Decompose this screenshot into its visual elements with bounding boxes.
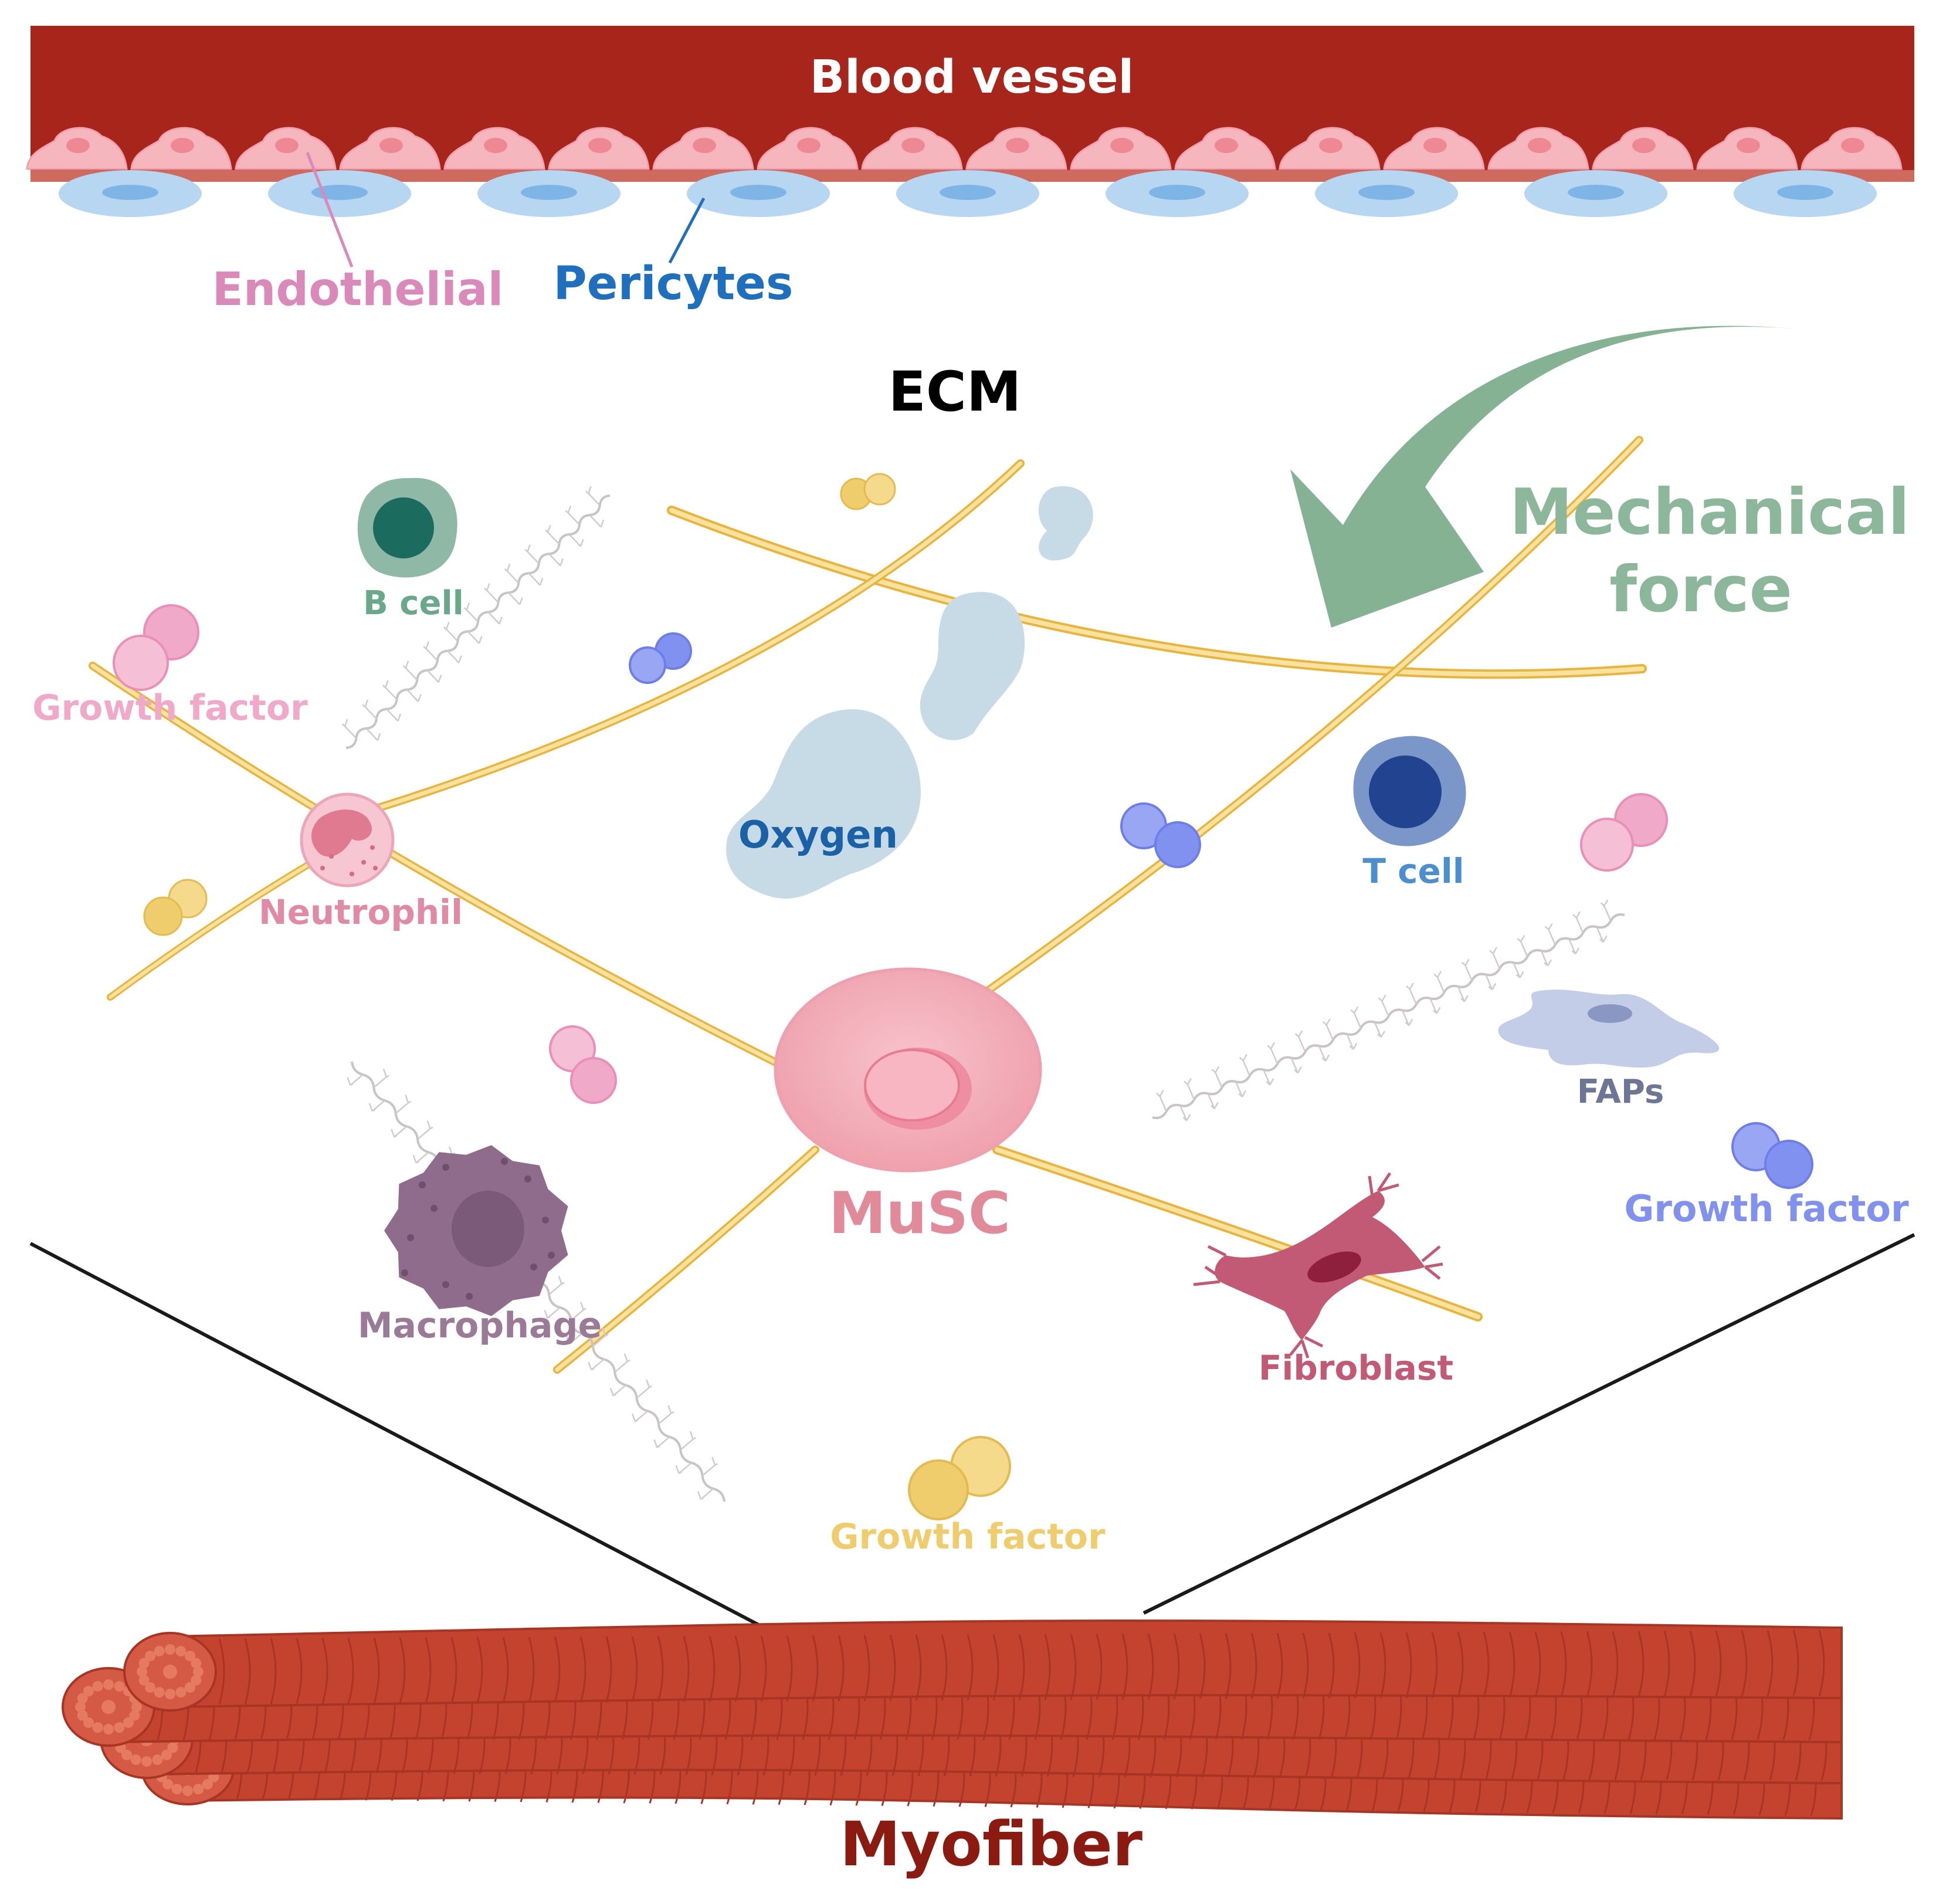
faps-label: FAPs xyxy=(1577,1073,1664,1111)
myofiber-strand xyxy=(123,1620,1843,1712)
pericytes-leader-line xyxy=(668,197,706,264)
fap-cell-icon xyxy=(1498,990,1720,1068)
endothelial-cell xyxy=(1383,127,1485,170)
endothelial-cell xyxy=(652,127,754,170)
pericyte-cells-icon xyxy=(59,170,1877,217)
endothelial-cell xyxy=(1487,127,1589,170)
endothelial-cell xyxy=(443,127,545,170)
endothelial-cell xyxy=(548,127,650,170)
pericyte-cell xyxy=(1524,170,1667,217)
muscle-stem-cell-icon xyxy=(774,967,1042,1173)
endothelial-cell xyxy=(1592,127,1694,170)
endothelial-cell xyxy=(965,127,1067,170)
pericyte-cell xyxy=(477,170,621,217)
proteoglycan-chains xyxy=(341,486,1625,1502)
oxygen-label: Oxygen xyxy=(738,814,898,857)
pericyte-cell xyxy=(1734,170,1877,217)
growth-factor-blue-icon xyxy=(629,632,692,684)
endothelial-cell xyxy=(130,127,232,170)
t-cell-label: T cell xyxy=(1362,851,1464,891)
oxygen-blob xyxy=(726,709,921,899)
endothelial-label: Endothelial xyxy=(212,263,504,316)
endothelial-cell xyxy=(1070,127,1172,170)
blood-vessel-label: Blood vessel xyxy=(810,51,1134,104)
pericyte-cell xyxy=(1106,170,1249,217)
fibroblast-label: Fibroblast xyxy=(1259,1348,1453,1388)
growth-factor-blue-icon xyxy=(1731,1122,1813,1189)
musc-label: MuSC xyxy=(829,1180,1011,1247)
endothelial-cell xyxy=(861,127,963,170)
growth-factor-yellow-icon xyxy=(908,1436,1011,1520)
pericytes-label: Pericytes xyxy=(554,258,794,310)
endothelial-cell xyxy=(1174,127,1276,170)
t-cell-icon xyxy=(1353,736,1466,846)
growth-factor-pink-icon xyxy=(113,604,199,691)
zoom-line-right xyxy=(1142,1233,1915,1615)
ecm-fiber xyxy=(958,436,1643,1013)
proteoglycan-chain xyxy=(1152,899,1625,1122)
endothelial-cell xyxy=(26,127,128,170)
myofiber-bundle-icon xyxy=(62,1620,1843,1820)
growth-factor-blue-label: Growth factor xyxy=(1624,1187,1908,1230)
endothelial-leader-line xyxy=(306,152,354,267)
growth-factor-pink-label: Growth factor xyxy=(32,687,308,729)
mechanical-force-label-line2: force xyxy=(1609,553,1792,626)
ecm-fiber xyxy=(89,662,802,1078)
fibroblast-icon xyxy=(1193,1172,1443,1358)
macrophage-icon xyxy=(384,1145,568,1316)
pericyte-cell xyxy=(59,170,202,217)
b-cell-label: B cell xyxy=(363,584,464,622)
growth-factor-yellow-icon xyxy=(840,473,896,510)
endothelial-cell xyxy=(1801,127,1903,170)
curved-arrow-icon xyxy=(1290,326,1792,628)
zoom-line-left xyxy=(29,1242,777,1635)
endothelial-cell xyxy=(757,127,859,170)
oxygen-blob xyxy=(1038,486,1093,561)
macrophage-label: Macrophage xyxy=(358,1305,602,1346)
growth-factor-yellow-label: Growth factor xyxy=(830,1516,1106,1557)
oxygen-blob xyxy=(920,592,1025,740)
myofiber-label: Myofiber xyxy=(840,1808,1142,1880)
endothelial-cell xyxy=(339,127,441,170)
endothelial-cell xyxy=(1279,127,1381,170)
neutrophil-label: Neutrophil xyxy=(259,892,463,932)
ecm-fiber xyxy=(360,459,1025,817)
ecm-fiber xyxy=(667,506,1647,679)
ecm-fiber xyxy=(553,1146,819,1374)
mechanical-force-label-line1: Mechanical xyxy=(1510,476,1910,549)
growth-factor-pink-icon xyxy=(549,1025,617,1104)
ecm-label: ECM xyxy=(889,360,1022,424)
b-cell-icon xyxy=(357,477,457,578)
endothelial-cell xyxy=(1696,127,1798,170)
pericyte-cell xyxy=(896,170,1039,217)
pericyte-cell xyxy=(687,170,830,217)
growth-factor-blue-icon xyxy=(1120,802,1201,868)
blood-vessel xyxy=(30,26,1914,182)
pericyte-cell xyxy=(1315,170,1458,217)
ecm-fiber xyxy=(992,1145,1483,1322)
growth-factor-pink-icon xyxy=(1580,793,1668,872)
pericyte-cell xyxy=(268,170,411,217)
neutrophil-icon xyxy=(300,792,395,887)
proteoglycan-chain xyxy=(341,486,611,749)
growth-factor-yellow-icon xyxy=(143,879,208,936)
